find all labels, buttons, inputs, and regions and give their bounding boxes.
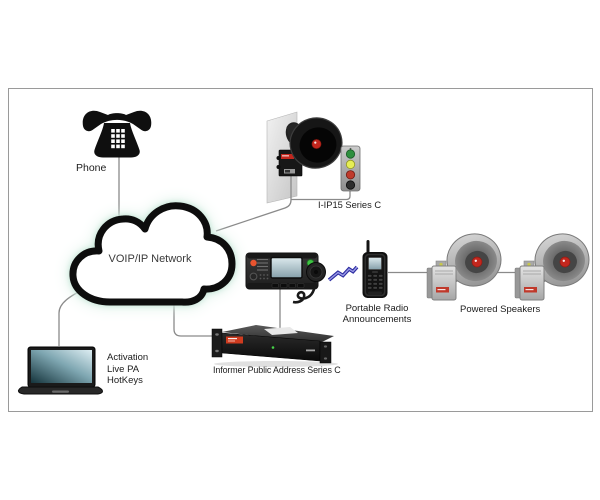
horn-speaker-icon [276, 117, 361, 192]
yellow-button [345, 159, 356, 170]
base-station-screen [270, 256, 303, 279]
powered-speakers-label: Powered Speakers [460, 304, 541, 315]
rack-ear-left [211, 328, 223, 358]
laptop-icon [18, 346, 103, 395]
call-button-panel-icon [340, 145, 361, 192]
rack-ear-right [319, 341, 332, 364]
wall-station-label: I-IP15 Series C [318, 200, 382, 210]
volume-knob [249, 272, 258, 281]
radio-keypad [367, 274, 384, 290]
rack-led [271, 346, 275, 349]
laptop-trackpad [52, 390, 69, 393]
line-cloud-to-rack [173, 296, 218, 337]
green-button [345, 149, 356, 159]
line-buttons-to-speaker [291, 189, 351, 201]
portable-radio-icon [362, 240, 388, 298]
laptop-caption: Activation Live PA HotKeys [107, 352, 149, 386]
wireless-bolt-icon [327, 265, 359, 282]
handheld-microphone-icon [292, 262, 326, 304]
base-station-icon [245, 252, 326, 304]
radio-screen [368, 257, 382, 270]
desk-phone-icon [82, 110, 152, 158]
rack-top-label [264, 327, 298, 335]
rack-logo [226, 336, 243, 344]
phone-label: Phone [76, 162, 107, 174]
informer-rack-label: Informer Public Address Series C [213, 365, 341, 375]
antenna [366, 240, 370, 254]
powered-speaker-icon [514, 233, 590, 301]
cloud-label: VOIP/IP Network [108, 253, 192, 265]
black-button [345, 180, 356, 190]
rack-unit-icon [211, 325, 338, 367]
laptop-screen [31, 350, 92, 383]
network-cloud-icon [62, 192, 238, 323]
red-button [345, 170, 356, 180]
power-button [250, 259, 257, 267]
powered-speaker-icon [426, 233, 502, 301]
portable-radio-label: Portable Radio Announcements [342, 303, 412, 325]
